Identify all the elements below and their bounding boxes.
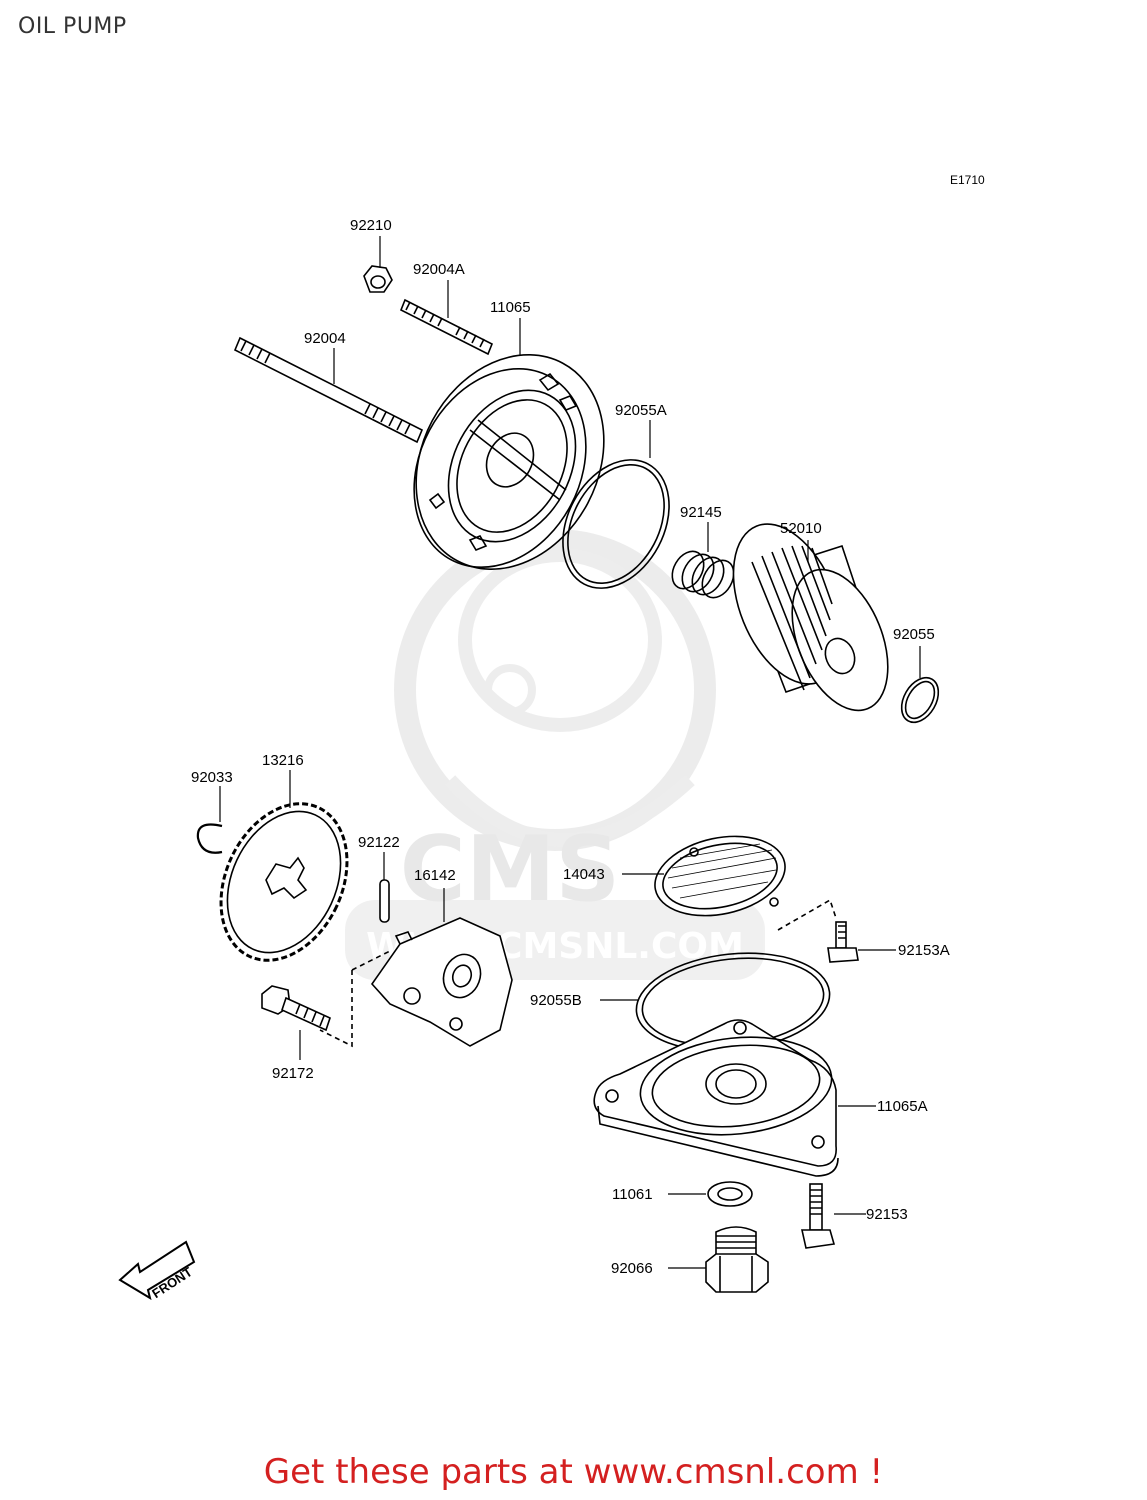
pump-cover-11065-drawing (413, 354, 605, 570)
nut-92210-drawing (363, 265, 393, 293)
cta-prefix: Get these parts at (263, 1452, 573, 1492)
pin-92122-drawing (379, 879, 390, 923)
spring-92145-drawing (671, 550, 735, 599)
label-92210: 92210 (350, 217, 392, 234)
label-92122: 92122 (358, 834, 400, 851)
oil-filter-52010-drawing (732, 523, 889, 712)
cta-link[interactable]: www.cmsnl.com (583, 1452, 859, 1492)
label-92004: 92004 (304, 330, 346, 347)
label-52010: 52010 (780, 520, 822, 537)
watermark-brand: CMS (400, 817, 620, 922)
stud-92004A-drawing (399, 298, 494, 356)
label-11065A: 11065A (877, 1098, 928, 1115)
oring-92055-drawing (900, 676, 940, 724)
drain-plug-92066-drawing (705, 1226, 769, 1293)
stud-92004-drawing (233, 336, 424, 444)
label-14043: 14043 (563, 866, 605, 883)
washer-11061-drawing (707, 1181, 753, 1207)
leader-lines (219, 236, 921, 1269)
label-92055A: 92055A (615, 402, 667, 419)
bolt-92172-drawing (261, 985, 331, 1032)
label-92066: 92066 (611, 1260, 653, 1277)
label-92004A: 92004A (413, 261, 465, 278)
cta-suffix: ! (869, 1452, 884, 1492)
cta-banner: Get these parts at www.cmsnl.com ! (0, 1452, 1147, 1492)
gear-13216-drawing (219, 802, 349, 962)
label-92055: 92055 (893, 626, 935, 643)
oil-pump-16142-drawing (370, 917, 513, 1047)
label-11065: 11065 (490, 299, 531, 316)
oring-92055A-drawing (562, 459, 670, 589)
bolt-92153-drawing (801, 1183, 836, 1249)
label-92145: 92145 (680, 504, 722, 521)
label-92172: 92172 (272, 1065, 314, 1082)
label-92153A: 92153A (898, 942, 950, 959)
diagram-code: E1710 (950, 173, 985, 187)
label-16142: 16142 (414, 867, 456, 884)
strainer-14043-drawing (654, 835, 786, 917)
bolt-92153A-drawing (827, 921, 859, 963)
label-92055B: 92055B (530, 992, 582, 1009)
label-13216: 13216 (262, 752, 304, 769)
filter-cover-11065A-drawing (593, 1019, 839, 1177)
label-11061: 11061 (612, 1186, 653, 1203)
part-labels: 92210 92004A 11065 92004 92055A 92145 52… (191, 217, 950, 1277)
label-92153: 92153 (866, 1206, 908, 1223)
page-title: OIL PUMP (18, 14, 127, 39)
front-arrow-icon (118, 1240, 196, 1301)
label-92033: 92033 (191, 769, 233, 786)
part-drawings (118, 236, 940, 1301)
clip-92033-drawing (196, 823, 223, 854)
